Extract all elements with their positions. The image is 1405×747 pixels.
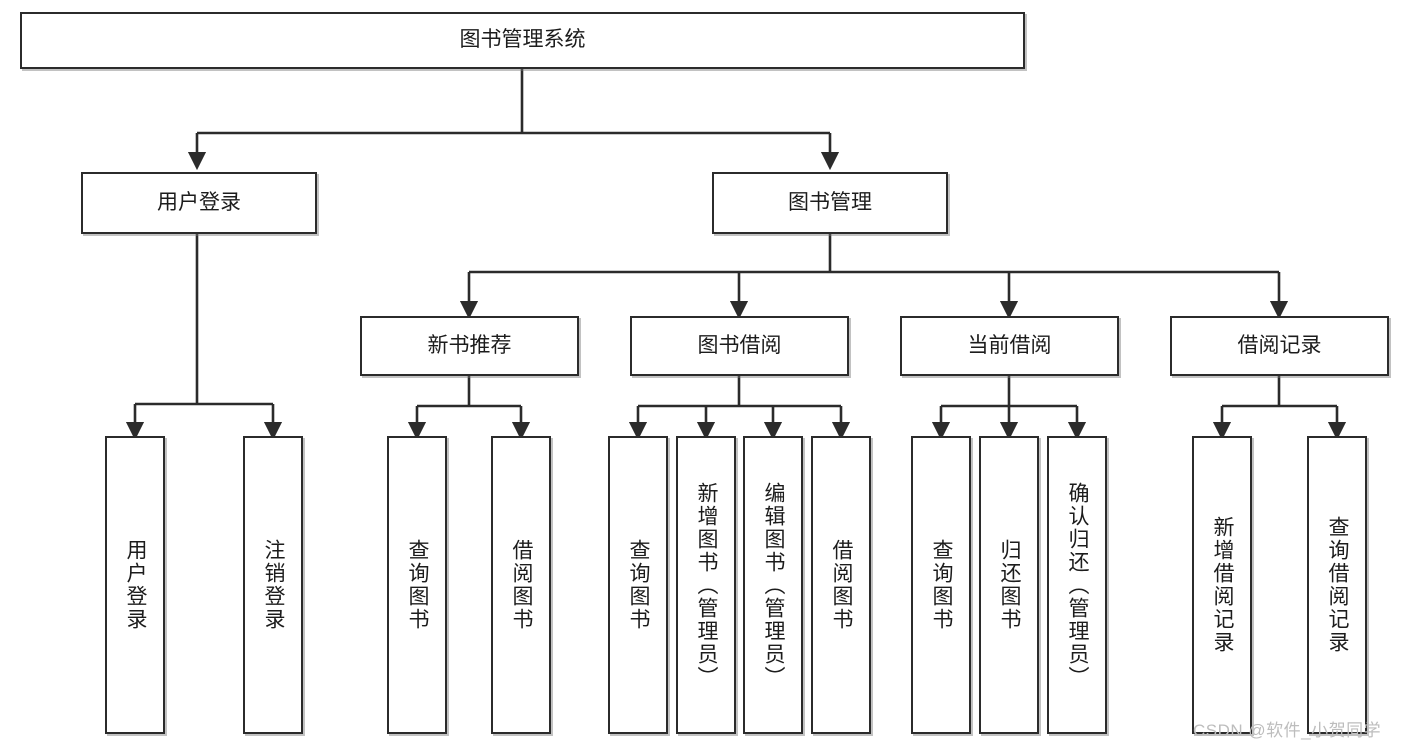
node-leaf-confirm-return-label: 确认归还（管理员）	[1066, 481, 1090, 689]
node-leaf-borrow-book-2[interactable]: 借阅图书	[811, 436, 871, 734]
node-leaf-add-record[interactable]: 新增借阅记录	[1192, 436, 1252, 734]
node-leaf-user-login-label: 用户登录	[124, 539, 148, 631]
node-current-borrow-label: 当前借阅	[967, 333, 1052, 357]
node-user-login[interactable]: 用户登录	[81, 172, 317, 234]
node-leaf-edit-book[interactable]: 编辑图书（管理员）	[743, 436, 803, 734]
node-leaf-borrow-book-1-label: 借阅图书	[510, 539, 534, 631]
node-new-book-rec-label: 新书推荐	[427, 333, 512, 357]
node-leaf-query-book-1[interactable]: 查询图书	[387, 436, 447, 734]
node-leaf-return-book-label: 归还图书	[998, 539, 1022, 631]
node-leaf-return-book[interactable]: 归还图书	[979, 436, 1039, 734]
node-book-borrow-label: 图书借阅	[697, 333, 782, 357]
node-book-manage[interactable]: 图书管理	[712, 172, 948, 234]
node-leaf-confirm-return[interactable]: 确认归还（管理员）	[1047, 436, 1107, 734]
node-current-borrow[interactable]: 当前借阅	[900, 316, 1119, 376]
node-root-label: 图书管理系统	[459, 28, 586, 52]
node-book-manage-label: 图书管理	[788, 190, 872, 214]
node-leaf-logout[interactable]: 注销登录	[243, 436, 303, 734]
node-borrow-record-label: 借阅记录	[1237, 333, 1322, 357]
node-borrow-record[interactable]: 借阅记录	[1170, 316, 1389, 376]
node-leaf-query-book-3-label: 查询图书	[930, 539, 954, 631]
node-leaf-query-record[interactable]: 查询借阅记录	[1307, 436, 1367, 734]
node-user-login-label: 用户登录	[157, 190, 241, 214]
node-leaf-query-book-3[interactable]: 查询图书	[911, 436, 971, 734]
node-root[interactable]: 图书管理系统	[20, 12, 1025, 69]
node-leaf-add-book-label: 新增图书（管理员）	[695, 481, 719, 689]
node-leaf-borrow-book-2-label: 借阅图书	[830, 539, 854, 631]
node-leaf-logout-label: 注销登录	[262, 539, 286, 631]
node-leaf-edit-book-label: 编辑图书（管理员）	[762, 481, 786, 689]
node-book-borrow[interactable]: 图书借阅	[630, 316, 849, 376]
node-leaf-add-record-label: 新增借阅记录	[1211, 516, 1235, 654]
node-leaf-query-record-label: 查询借阅记录	[1326, 516, 1350, 654]
node-leaf-borrow-book-1[interactable]: 借阅图书	[491, 436, 551, 734]
csdn-watermark: CSDN @软件_小贺同学	[1193, 721, 1382, 740]
node-leaf-query-book-2-label: 查询图书	[627, 539, 651, 631]
node-leaf-add-book[interactable]: 新增图书（管理员）	[676, 436, 736, 734]
node-leaf-query-book-1-label: 查询图书	[406, 539, 430, 631]
node-leaf-user-login[interactable]: 用户登录	[105, 436, 165, 734]
node-leaf-query-book-2[interactable]: 查询图书	[608, 436, 668, 734]
node-new-book-rec[interactable]: 新书推荐	[360, 316, 579, 376]
